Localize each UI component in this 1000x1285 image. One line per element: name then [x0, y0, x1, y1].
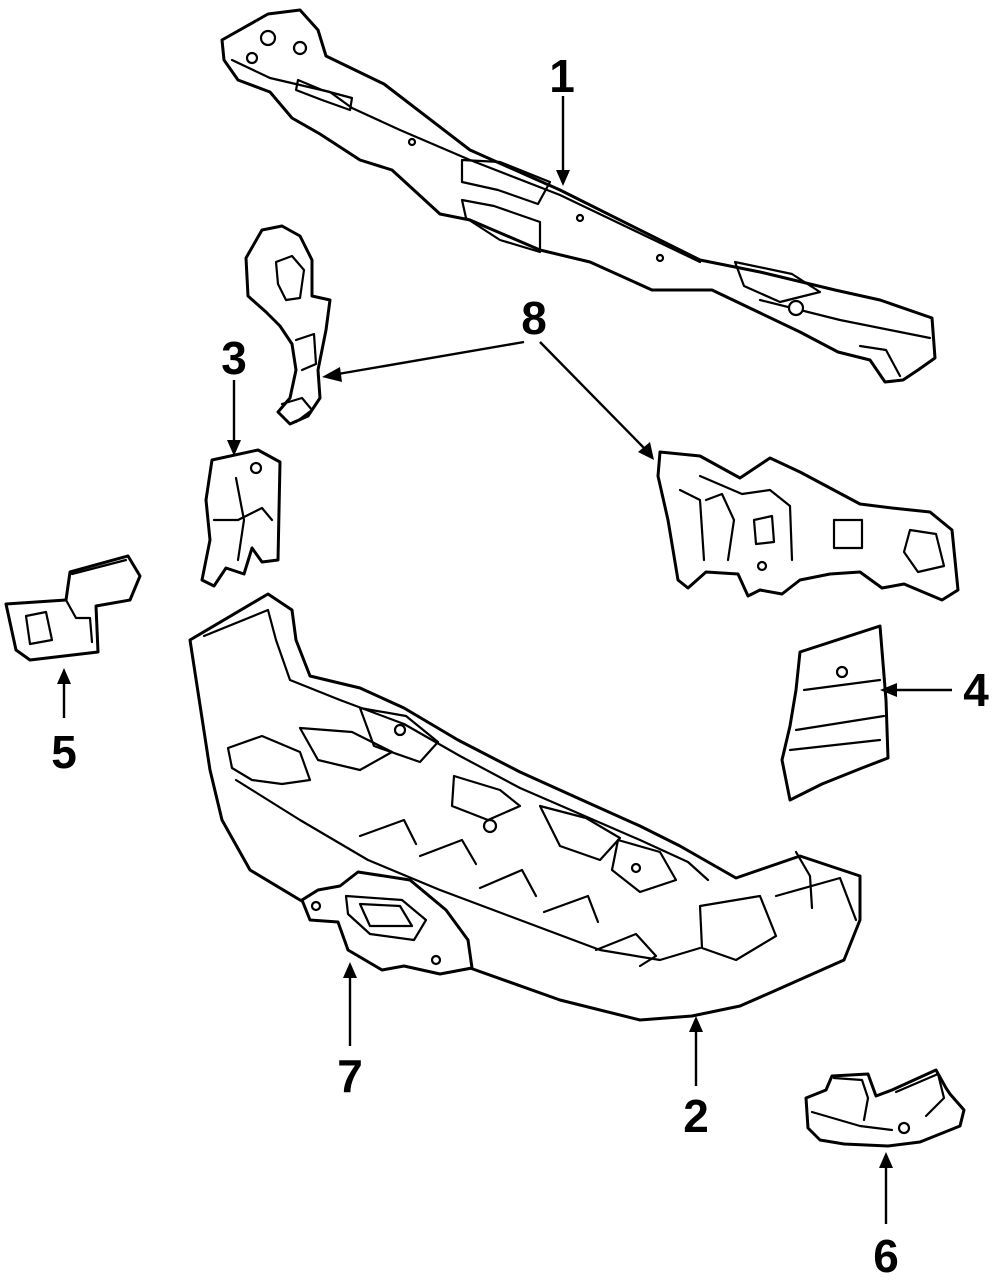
leaders — [57, 96, 952, 1224]
arrow-4 — [880, 683, 897, 697]
callout-3: 3 — [221, 332, 247, 384]
callout-8: 8 — [521, 292, 547, 344]
callout-6: 6 — [873, 1230, 899, 1282]
leader-8b — [539, 341, 645, 449]
arrow-5 — [57, 668, 71, 684]
part-4-plate — [780, 624, 890, 802]
callout-2: 2 — [683, 1090, 709, 1142]
part-8-right-bracket — [656, 450, 960, 602]
callout-7: 7 — [337, 1050, 363, 1102]
part-2-lower-support — [188, 592, 862, 1022]
leader-8a — [337, 340, 525, 376]
part-6-bracket — [804, 1068, 966, 1148]
callouts: 1 2 3 4 5 6 7 8 — [51, 50, 989, 1282]
part-8-left-bracket — [244, 224, 332, 426]
arrow-8b — [638, 442, 654, 460]
arrow-2 — [689, 1016, 703, 1032]
arrow-6 — [879, 1152, 893, 1168]
callout-4: 4 — [963, 664, 989, 716]
arrow-3 — [227, 440, 241, 456]
part-3-bracket — [200, 448, 282, 588]
part-1-upper-tie-bar — [220, 8, 937, 384]
arrow-7 — [343, 962, 357, 978]
callout-5: 5 — [51, 726, 77, 778]
arrow-1 — [556, 170, 570, 186]
callout-1: 1 — [549, 50, 575, 102]
part-7-mount — [300, 870, 474, 976]
part-5-bracket — [4, 554, 142, 662]
arrow-8a — [322, 367, 342, 382]
